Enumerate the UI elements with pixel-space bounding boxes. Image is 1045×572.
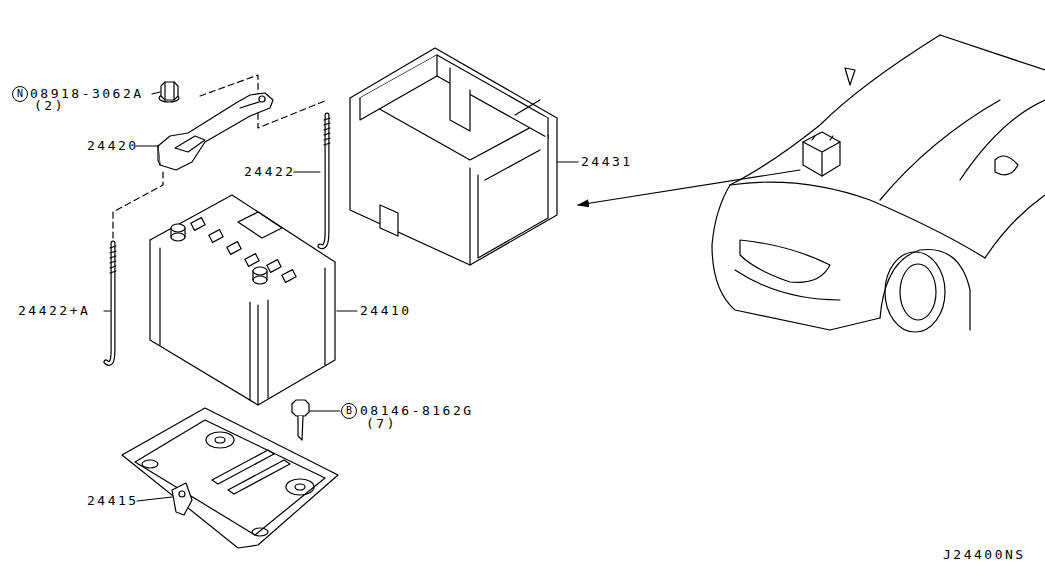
quantity-label: (7): [366, 417, 397, 431]
hook-rod: [320, 115, 330, 247]
vehicle-outline: [712, 35, 1045, 332]
part-number: 24410: [360, 304, 412, 318]
part-number: 24422+A: [18, 304, 90, 318]
battery-tray: [122, 408, 338, 548]
battery-cover: [350, 48, 557, 265]
bolt: [292, 400, 309, 440]
part-number: 24415: [87, 494, 139, 508]
symbol-letter: B: [346, 406, 352, 416]
location-arrow: [578, 170, 800, 205]
part-number: 24422: [244, 165, 296, 179]
quantity-label: (2): [34, 99, 65, 113]
battery: [150, 195, 335, 405]
symbol-letter: N: [17, 89, 23, 99]
hook-rod: [106, 243, 116, 364]
part-number: 08146-8162G: [360, 404, 474, 418]
dashed-guide: [113, 172, 163, 238]
circled-letter: N: [12, 86, 28, 102]
diagram-code: J24400NS: [943, 548, 1026, 562]
circled-letter: B: [341, 403, 357, 419]
part-number: 24420: [87, 139, 139, 153]
battery-clamp: [158, 93, 273, 170]
part-number: 24431: [581, 155, 633, 169]
nut: [159, 82, 179, 102]
